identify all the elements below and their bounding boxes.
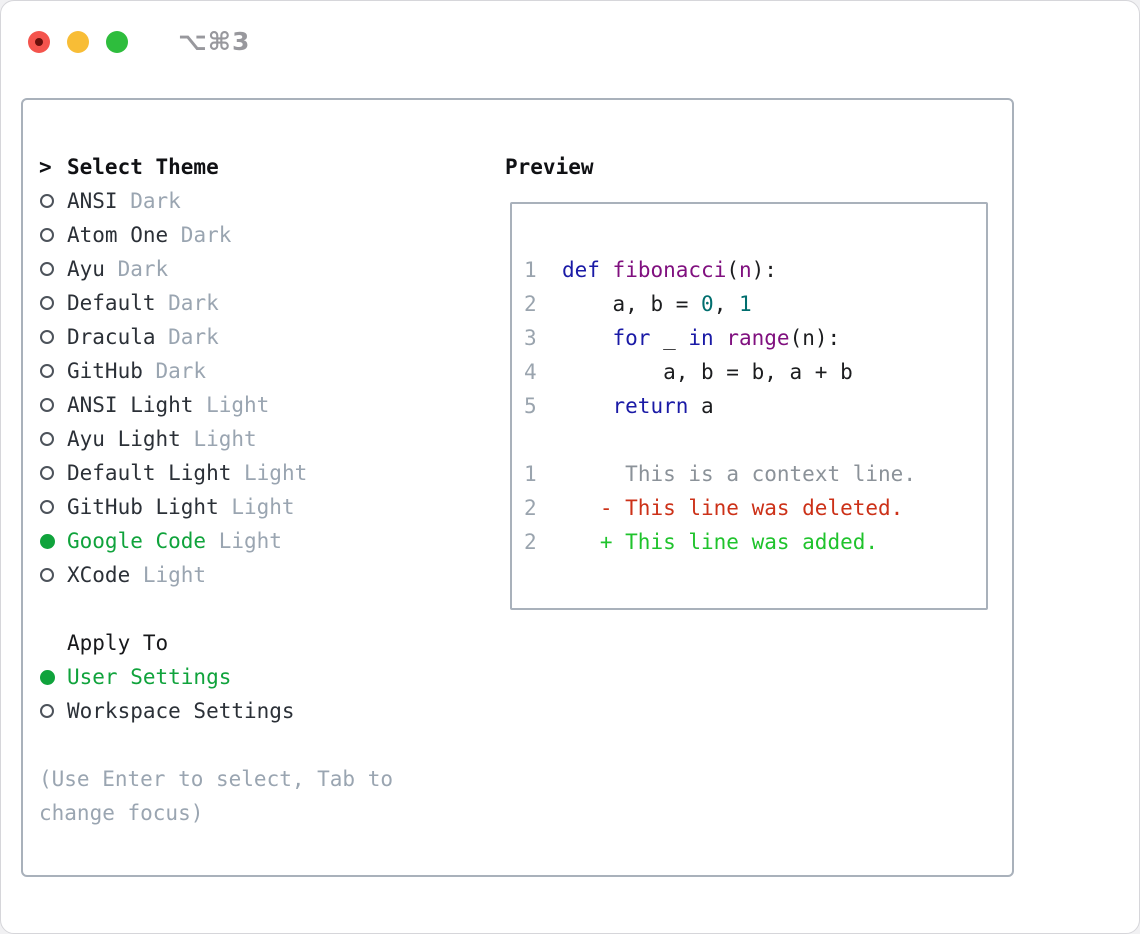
code-line: 4 a, b = b, a + b [524, 360, 853, 384]
radio-circle [40, 330, 54, 344]
radio-circle [40, 533, 55, 549]
zoom-button-icon[interactable] [106, 30, 128, 53]
radio-circle [40, 364, 54, 378]
radio-circle [40, 704, 54, 718]
theme-option-row[interactable]: ANSI Dark [39, 184, 479, 218]
window-title: ⌥⌘3 [178, 27, 251, 56]
radio-unselected-icon[interactable] [39, 432, 67, 446]
radio-selected-icon[interactable] [39, 533, 67, 549]
option-variant-tag: Dark [117, 189, 181, 213]
radio-circle [40, 262, 54, 276]
radio-unselected-icon[interactable] [39, 466, 67, 480]
keyboard-hint-line1: (Use Enter to select, Tab to [39, 767, 394, 791]
minimize-button-icon[interactable] [67, 30, 89, 53]
apply-to-header-row: Apply To [39, 626, 479, 660]
code-line: 1 This is a context line. [524, 462, 916, 486]
option-label: Ayu [67, 257, 105, 281]
option-variant-tag: Light [218, 495, 295, 519]
code-line: 1 def fibonacci(n): [524, 258, 777, 282]
code-line: 2 a, b = 0, 1 [524, 292, 752, 316]
option-label: ANSI [67, 189, 118, 213]
theme-option-row[interactable]: Dracula Dark [39, 320, 479, 354]
close-button-icon[interactable] [28, 30, 50, 53]
theme-option-row[interactable]: Ayu Light Light [39, 422, 479, 456]
option-label: ANSI Light [67, 393, 194, 417]
theme-option-row[interactable]: ANSI Light Light [39, 388, 479, 422]
select-theme-header-row: > Select Theme [39, 150, 479, 184]
radio-circle [40, 432, 54, 446]
theme-option-row[interactable]: Default Dark [39, 286, 479, 320]
option-label: Workspace Settings [67, 699, 295, 723]
radio-unselected-icon[interactable] [39, 262, 67, 276]
radio-circle [40, 669, 55, 685]
radio-circle [40, 296, 54, 310]
radio-unselected-icon[interactable] [39, 296, 67, 310]
radio-unselected-icon[interactable] [39, 194, 67, 208]
radio-unselected-icon[interactable] [39, 330, 67, 344]
radio-selected-icon[interactable] [39, 669, 67, 685]
theme-option-row[interactable]: Default Light Light [39, 456, 479, 490]
radio-unselected-icon[interactable] [39, 568, 67, 582]
theme-option-row[interactable]: Atom One Dark [39, 218, 479, 252]
radio-circle [40, 228, 54, 242]
option-label: Default Light [67, 461, 232, 485]
option-variant-tag: Dark [155, 291, 219, 315]
theme-option-row[interactable]: Google Code Light [39, 524, 479, 558]
option-variant-tag: Dark [168, 223, 232, 247]
option-variant-tag: Dark [104, 257, 169, 281]
option-variant-tag: Light [130, 563, 207, 587]
option-label: Google Code [67, 529, 207, 553]
apply-option-row[interactable]: Workspace Settings [39, 694, 479, 728]
option-label: Atom One [67, 223, 169, 247]
option-label: Default [67, 291, 156, 315]
apply-option-row[interactable]: User Settings [39, 660, 479, 694]
theme-option-row[interactable]: XCode Light [39, 558, 479, 592]
radio-unselected-icon[interactable] [39, 398, 67, 412]
option-variant-tag: Light [193, 393, 270, 417]
radio-circle [40, 500, 54, 514]
spacer [39, 728, 479, 762]
radio-circle [40, 194, 54, 208]
radio-unselected-icon[interactable] [39, 228, 67, 242]
preview-box: 1 def fibonacci(n): 2 a, b = 0, 1 3 for _ … [510, 202, 988, 610]
option-label: GitHub [67, 359, 143, 383]
option-label: User Settings [67, 665, 232, 689]
radio-circle [40, 466, 54, 480]
radio-circle [40, 398, 54, 412]
focus-prompt-icon: > [39, 155, 52, 179]
option-variant-tag: Light [231, 461, 308, 485]
option-variant-tag: Light [206, 529, 282, 553]
radio-unselected-icon[interactable] [39, 704, 67, 718]
option-variant-tag: Dark [155, 325, 219, 349]
radio-circle [40, 568, 54, 582]
option-label: Ayu Light [67, 427, 181, 451]
code-line: 2 + This line was added. [524, 530, 879, 554]
window-titlebar: ⌥⌘3 [28, 27, 250, 56]
option-variant-tag: Light [180, 427, 257, 451]
preview-title: Preview [505, 155, 594, 179]
code-line: 5 return a [524, 394, 714, 418]
code-line: 3 for _ in range(n): [524, 326, 841, 350]
code-line [524, 423, 986, 457]
keyboard-hint-line2: change focus) [39, 801, 204, 825]
apply-to-title: Apply To [67, 631, 169, 655]
code-preview: 1 def fibonacci(n): 2 a, b = 0, 1 3 for _ … [512, 204, 986, 559]
code-line: 2 - This line was deleted. [524, 496, 904, 520]
radio-unselected-icon[interactable] [39, 500, 67, 514]
select-theme-title: Select Theme [67, 155, 219, 179]
option-label: XCode [67, 563, 131, 587]
theme-option-row[interactable]: GitHub Dark [39, 354, 479, 388]
theme-option-row[interactable]: Ayu Dark [39, 252, 479, 286]
option-label: Dracula [67, 325, 156, 349]
option-variant-tag: Dark [142, 359, 207, 383]
spacer [39, 592, 479, 626]
theme-option-row[interactable]: GitHub Light Light [39, 490, 479, 524]
option-label: GitHub Light [67, 495, 219, 519]
radio-unselected-icon[interactable] [39, 364, 67, 378]
